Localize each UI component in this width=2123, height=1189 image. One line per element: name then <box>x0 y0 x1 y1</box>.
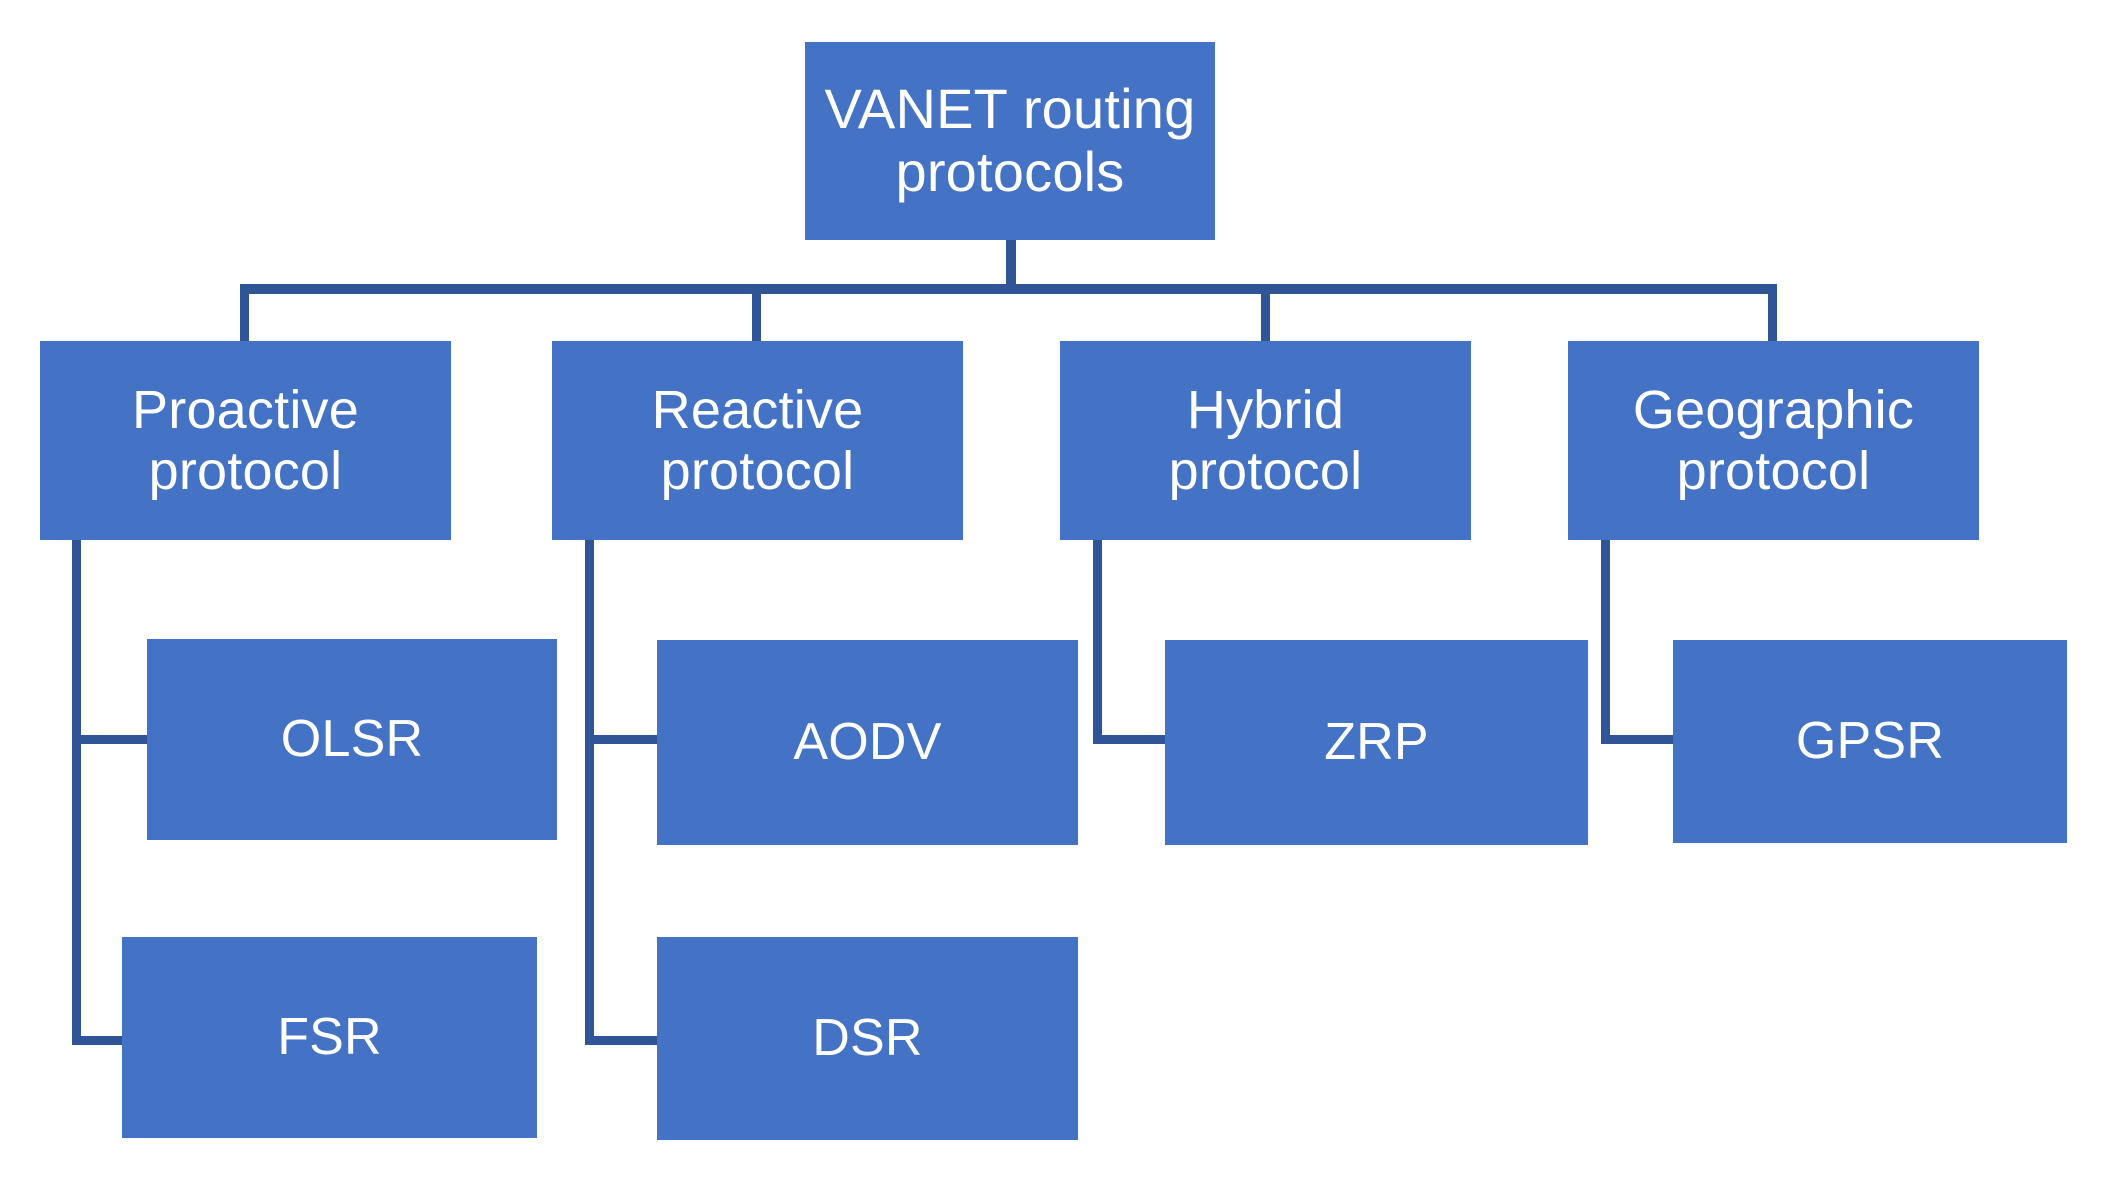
connector-proactive-to-fsr <box>72 1036 125 1045</box>
connector-drop-hybrid <box>1261 284 1270 342</box>
node-olsr[interactable]: OLSR <box>147 639 557 840</box>
node-geographic-protocol[interactable]: Geographic protocol <box>1568 341 1979 540</box>
connector-proactive-spine <box>72 540 81 1045</box>
node-olsr-label: OLSR <box>280 710 424 769</box>
node-zrp[interactable]: ZRP <box>1165 640 1588 845</box>
connector-level2-bus <box>240 284 1777 294</box>
node-fsr-label: FSR <box>277 1008 382 1067</box>
node-dsr[interactable]: DSR <box>657 937 1078 1140</box>
connector-root-stem <box>1006 240 1016 292</box>
connector-drop-proactive <box>240 284 249 342</box>
node-reactive-protocol[interactable]: Reactive protocol <box>552 341 963 540</box>
node-aodv-label: AODV <box>793 713 942 772</box>
connector-geographic-to-gpsr <box>1601 735 1676 744</box>
node-zrp-label: ZRP <box>1324 713 1429 772</box>
connector-reactive-to-dsr <box>585 1036 660 1045</box>
node-gpsr-label: GPSR <box>1795 712 1945 771</box>
node-hybrid-protocol[interactable]: Hybrid protocol <box>1060 341 1471 540</box>
node-hybrid-protocol-label: Hybrid protocol <box>1168 380 1363 501</box>
node-reactive-protocol-label: Reactive protocol <box>651 380 864 501</box>
connector-geographic-spine <box>1601 540 1610 744</box>
node-proactive-protocol-label: Proactive protocol <box>132 380 359 501</box>
node-aodv[interactable]: AODV <box>657 640 1078 845</box>
connector-reactive-to-aodv <box>585 735 660 744</box>
connector-reactive-spine <box>585 540 594 1045</box>
connector-drop-geographic <box>1768 284 1777 342</box>
node-root-label: VANET routing protocols <box>824 77 1196 203</box>
node-fsr[interactable]: FSR <box>122 937 537 1138</box>
node-dsr-label: DSR <box>812 1009 923 1068</box>
connector-hybrid-to-zrp <box>1093 735 1168 744</box>
node-gpsr[interactable]: GPSR <box>1673 640 2067 843</box>
node-proactive-protocol[interactable]: Proactive protocol <box>40 341 451 540</box>
connector-proactive-to-olsr <box>72 735 150 744</box>
node-root-vanet-routing-protocols[interactable]: VANET routing protocols <box>805 42 1215 240</box>
connector-hybrid-spine <box>1093 540 1102 744</box>
node-geographic-protocol-label: Geographic protocol <box>1632 380 1915 501</box>
connector-drop-reactive <box>752 284 761 342</box>
